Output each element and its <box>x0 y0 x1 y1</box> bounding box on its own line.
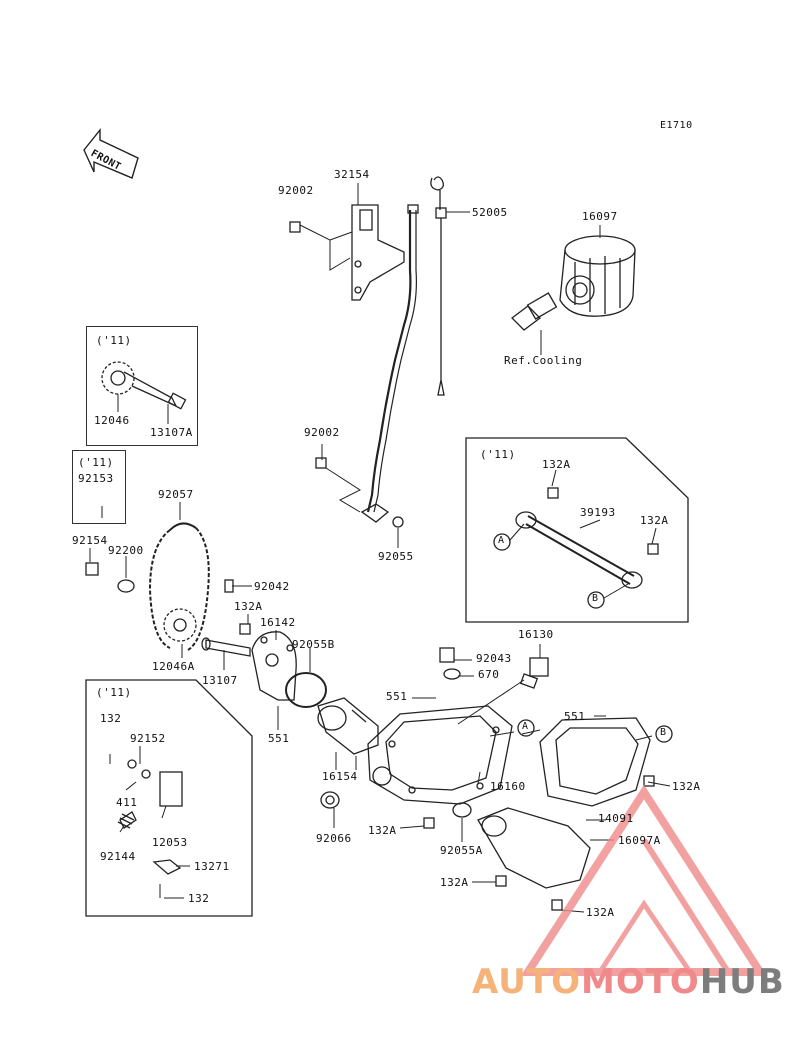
part-92043: 92043 <box>476 652 512 665</box>
drain-plug <box>320 791 340 809</box>
dowel-92043 <box>439 647 455 663</box>
part-92144: 92144 <box>100 850 136 863</box>
panel-small-11 <box>72 450 126 524</box>
leader-lines <box>89 183 671 913</box>
watermark-logo <box>520 784 768 976</box>
year-tag-1: ('11) <box>96 334 132 347</box>
callout-a-pipe: A <box>498 535 505 546</box>
oil-pump <box>251 631 297 701</box>
filter-fitting <box>511 292 558 331</box>
part-132a-c: 132A <box>368 824 397 837</box>
watermark-part1: AUTO <box>472 962 581 1002</box>
callout-circles <box>493 533 673 743</box>
front-arrow-icon <box>83 128 139 179</box>
oring-92055a <box>452 802 472 818</box>
ref-cooling-label: Ref.Cooling <box>504 354 583 367</box>
year-tag-2: ('11) <box>78 456 114 469</box>
pressure-switch <box>519 657 549 689</box>
part-16160: 16160 <box>490 780 526 793</box>
cam-chain <box>148 522 210 651</box>
clamp-92055 <box>360 503 404 528</box>
part-92042: 92042 <box>254 580 290 593</box>
gear-12046 <box>101 361 187 410</box>
dipstick <box>430 176 447 396</box>
part-32154: 32154 <box>334 168 370 181</box>
part-12053: 12053 <box>152 836 188 849</box>
diagram-code: E1710 <box>660 120 693 131</box>
part-132a-pump: 132A <box>234 600 263 613</box>
part-670: 670 <box>478 668 500 681</box>
part-92153: 92153 <box>78 472 114 485</box>
filter-base <box>477 807 591 889</box>
part-12046: 12046 <box>94 414 130 427</box>
part-92055a: 92055A <box>440 844 483 857</box>
part-13107: 13107 <box>202 674 238 687</box>
tube-bracket <box>351 204 405 301</box>
watermark-part2: MOTO <box>580 962 700 1002</box>
part-132-bot: 132 <box>188 892 210 905</box>
part-92057: 92057 <box>158 488 194 501</box>
panel-top-left-11 <box>86 326 198 446</box>
oring-670 <box>443 668 461 680</box>
part-132a-e: 132A <box>586 906 615 919</box>
part-16154: 16154 <box>322 770 358 783</box>
part-92152: 92152 <box>130 732 166 745</box>
part-13107a: 13107A <box>150 426 193 439</box>
callout-b-pipe: B <box>592 593 599 604</box>
dipstick-tube <box>366 204 419 513</box>
part-551-a: 551 <box>386 690 408 703</box>
part-16097: 16097 <box>582 210 618 223</box>
callout-a-pan: A <box>522 721 529 732</box>
watermark-text: AUTOMOTOHUB <box>472 962 785 1002</box>
part-39193: 39193 <box>580 506 616 519</box>
part-16130: 16130 <box>518 628 554 641</box>
pump-shaft <box>201 637 251 657</box>
bolt-92154 <box>85 562 99 576</box>
tensioner-parts <box>117 759 183 875</box>
part-92002: 92002 <box>278 184 314 197</box>
part-92055b: 92055B <box>292 638 335 651</box>
part-13271: 13271 <box>194 860 230 873</box>
part-411: 411 <box>116 796 138 809</box>
part-92154: 92154 <box>72 534 108 547</box>
pin-92042 <box>224 579 234 593</box>
year-tag-4: ('11) <box>480 448 516 461</box>
part-132a-b: 132A <box>672 780 701 793</box>
part-92002-mid: 92002 <box>304 426 340 439</box>
part-551-pump: 551 <box>268 732 290 745</box>
year-tag-3: ('11) <box>96 686 132 699</box>
part-16142: 16142 <box>260 616 296 629</box>
part-92055: 92055 <box>378 550 414 563</box>
part-92066: 92066 <box>316 832 352 845</box>
callout-b-cover: B <box>660 727 667 738</box>
part-92200: 92200 <box>108 544 144 557</box>
oil-pan <box>367 705 513 805</box>
part-132a-r1: 132A <box>542 458 571 471</box>
bolts <box>239 221 659 911</box>
part-12046a: 12046A <box>152 660 195 673</box>
panel-right-11 <box>465 437 689 623</box>
oring-92055b <box>285 672 327 708</box>
part-132-top: 132 <box>100 712 122 725</box>
sprocket-12046a <box>163 608 197 642</box>
watermark-part3: HUB <box>699 962 785 1002</box>
part-551-b: 551 <box>564 710 586 723</box>
part-52005: 52005 <box>472 206 508 219</box>
part-14091: 14091 <box>598 812 634 825</box>
washer-92200 <box>117 579 135 593</box>
oil-strainer <box>317 697 379 755</box>
oil-filter <box>559 235 636 317</box>
part-132a-r2: 132A <box>640 514 669 527</box>
cover-14091 <box>539 717 651 807</box>
oil-pipe <box>515 511 643 589</box>
part-16097a: 16097A <box>618 834 661 847</box>
part-132a-d: 132A <box>440 876 469 889</box>
panel-left-11 <box>85 679 253 917</box>
